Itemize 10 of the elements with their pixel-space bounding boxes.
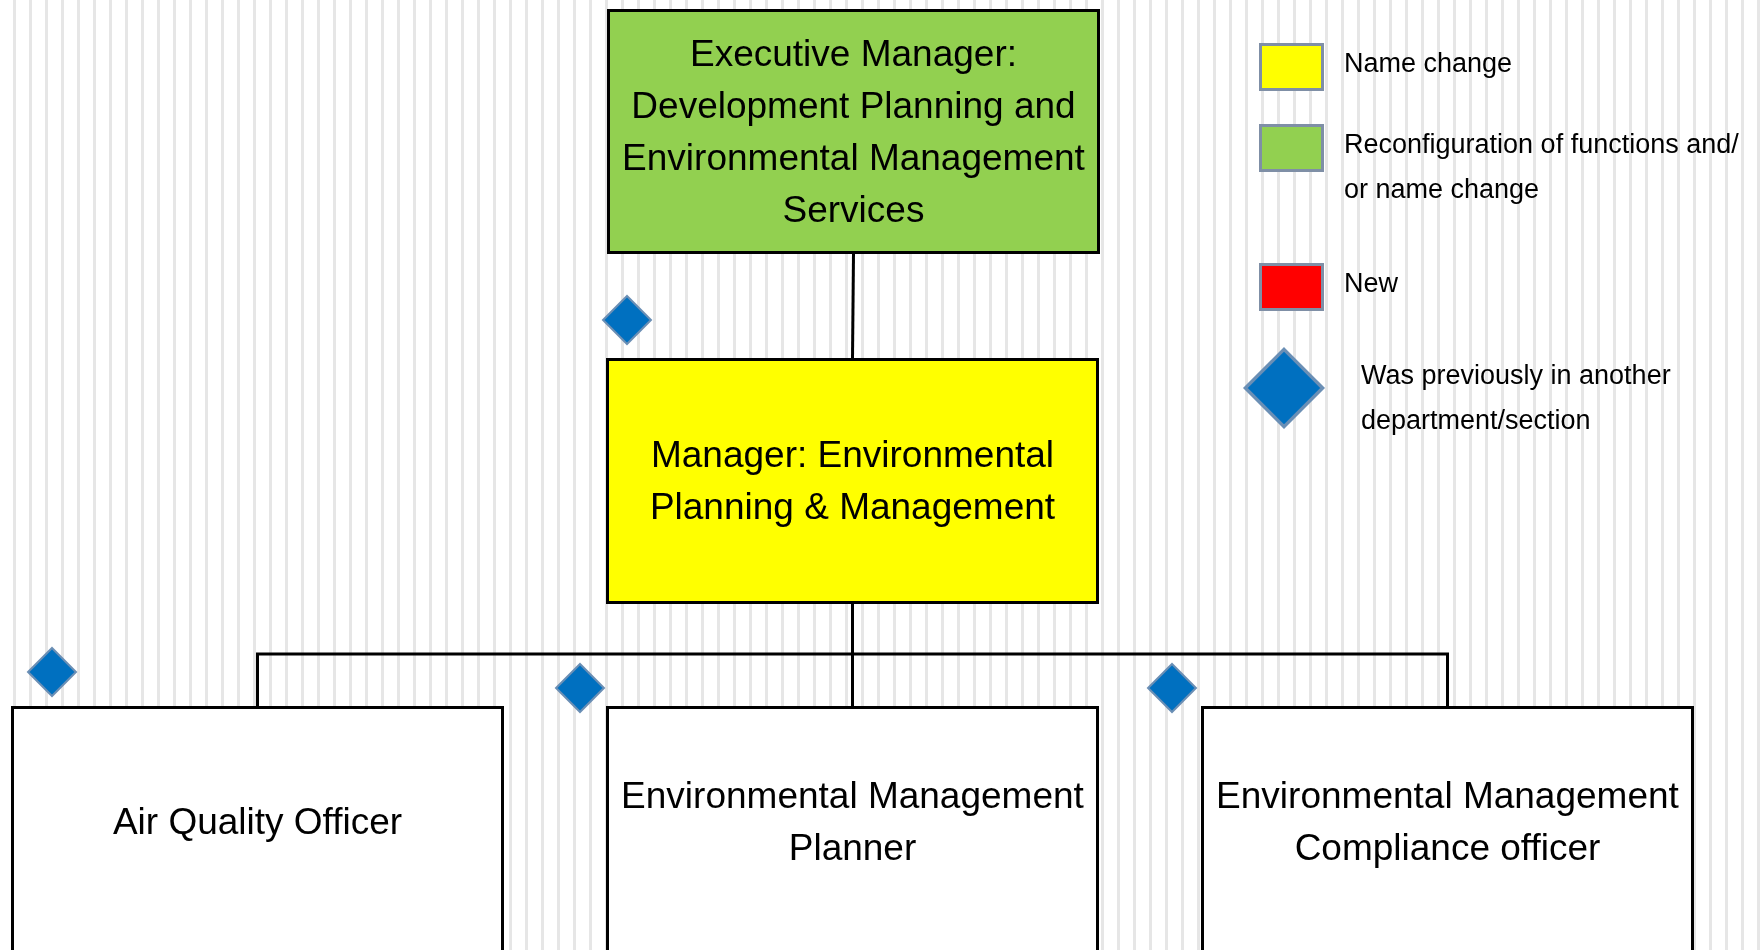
legend-text: Was previously in another department/section — [1361, 359, 1672, 437]
connector-line — [851, 254, 855, 358]
position-box: Environmental Management Compliance officer — [1201, 706, 1694, 950]
position-box: Manager: Environmental Planning & Management — [606, 358, 1099, 604]
position-box: Executive Manager: Development Planning and Environmental Management Services — [607, 9, 1100, 254]
position-box: Air Quality Officer — [11, 706, 504, 950]
legend-text: Name change — [1344, 47, 1514, 80]
legend-text: Reconfiguration of functions and/ or name change — [1344, 128, 1740, 206]
position-box: Environmental Management Planner — [606, 706, 1099, 950]
legend-text: New — [1344, 267, 1399, 300]
